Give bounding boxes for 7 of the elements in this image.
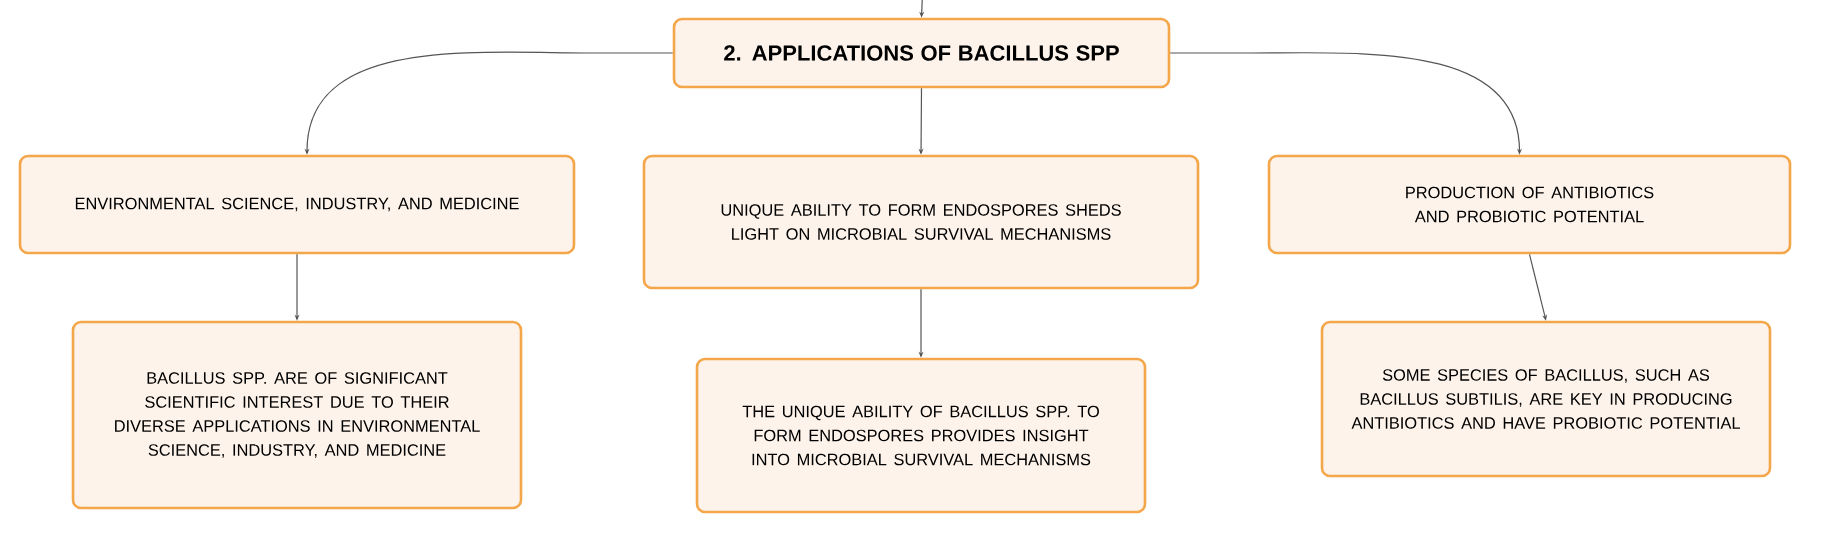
topic-box: BACILLUS SPP. ARE OF SIGNIFICANT SCIENTIFIC INTEREST DUE TO THEIR DIVERSE APPLICATIONS IN ENVIRONMENTAL SCIENCE, INDUSTRY, AND MEDICINE [71, 320, 523, 510]
topic-box: PRODUCTION OF ANTIBIOTICS AND PROBIOTIC POTENTIAL [1267, 154, 1792, 255]
topic-box: ENVIRONMENTAL SCIENCE, INDUSTRY, AND MEDICINE [18, 154, 576, 255]
title-box: 2. APPLICATIONS OF BACILLUS SPP [672, 17, 1171, 89]
topic-box: UNIQUE ABILITY TO FORM ENDOSPORES SHEDS LIGHT ON MICROBIAL SURVIVAL MECHANISMS [642, 154, 1200, 290]
topic-box: THE UNIQUE ABILITY OF BACILLUS SPP. TO FORM ENDOSPORES PROVIDES INSIGHT INTO MICROBIAL SURVIVAL MECHANISMS [695, 357, 1147, 514]
topic-box: SOME SPECIES OF BACILLUS, SUCH AS BACILLUS SUBTILIS, ARE KEY IN PRODUCING ANTIBIOTICS AND HAVE PROBIOTIC POTENTIAL [1320, 320, 1772, 478]
